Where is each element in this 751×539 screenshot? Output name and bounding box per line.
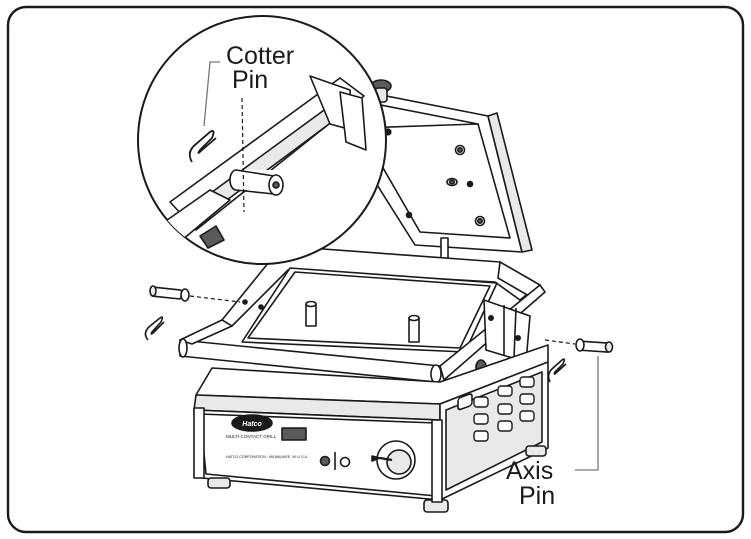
left-cotter-pin [144,316,165,341]
base-housing [193,344,549,513]
side-vents [473,376,535,442]
model-label: MULTI-CONTACT GRILL [226,434,277,439]
cotter-callout-leader [203,61,220,127]
axis-pin-label-line1: Axis [506,457,554,485]
cotter-insert-dashline [241,97,245,213]
left-pin-leader [189,295,241,303]
maker-label: HATCO CORPORATION · MILWAUKEE, WI U.S.A. [226,455,308,459]
axis-pin-label-line2: Pin [519,482,556,510]
left-axis-pin [149,285,190,302]
right-cotter-pin [547,358,567,383]
brand-logo-text: Hatco [242,421,262,428]
cotter-pin-label-line1: Cotter [226,42,295,70]
lower-grill [178,245,546,384]
axis-pin-callout-leader [575,356,599,471]
right-pin-leader [544,339,576,345]
right-axis-pin [575,338,614,353]
cotter-pin-label-line2: Pin [232,66,269,94]
magnified-cotter-pin [188,129,217,163]
